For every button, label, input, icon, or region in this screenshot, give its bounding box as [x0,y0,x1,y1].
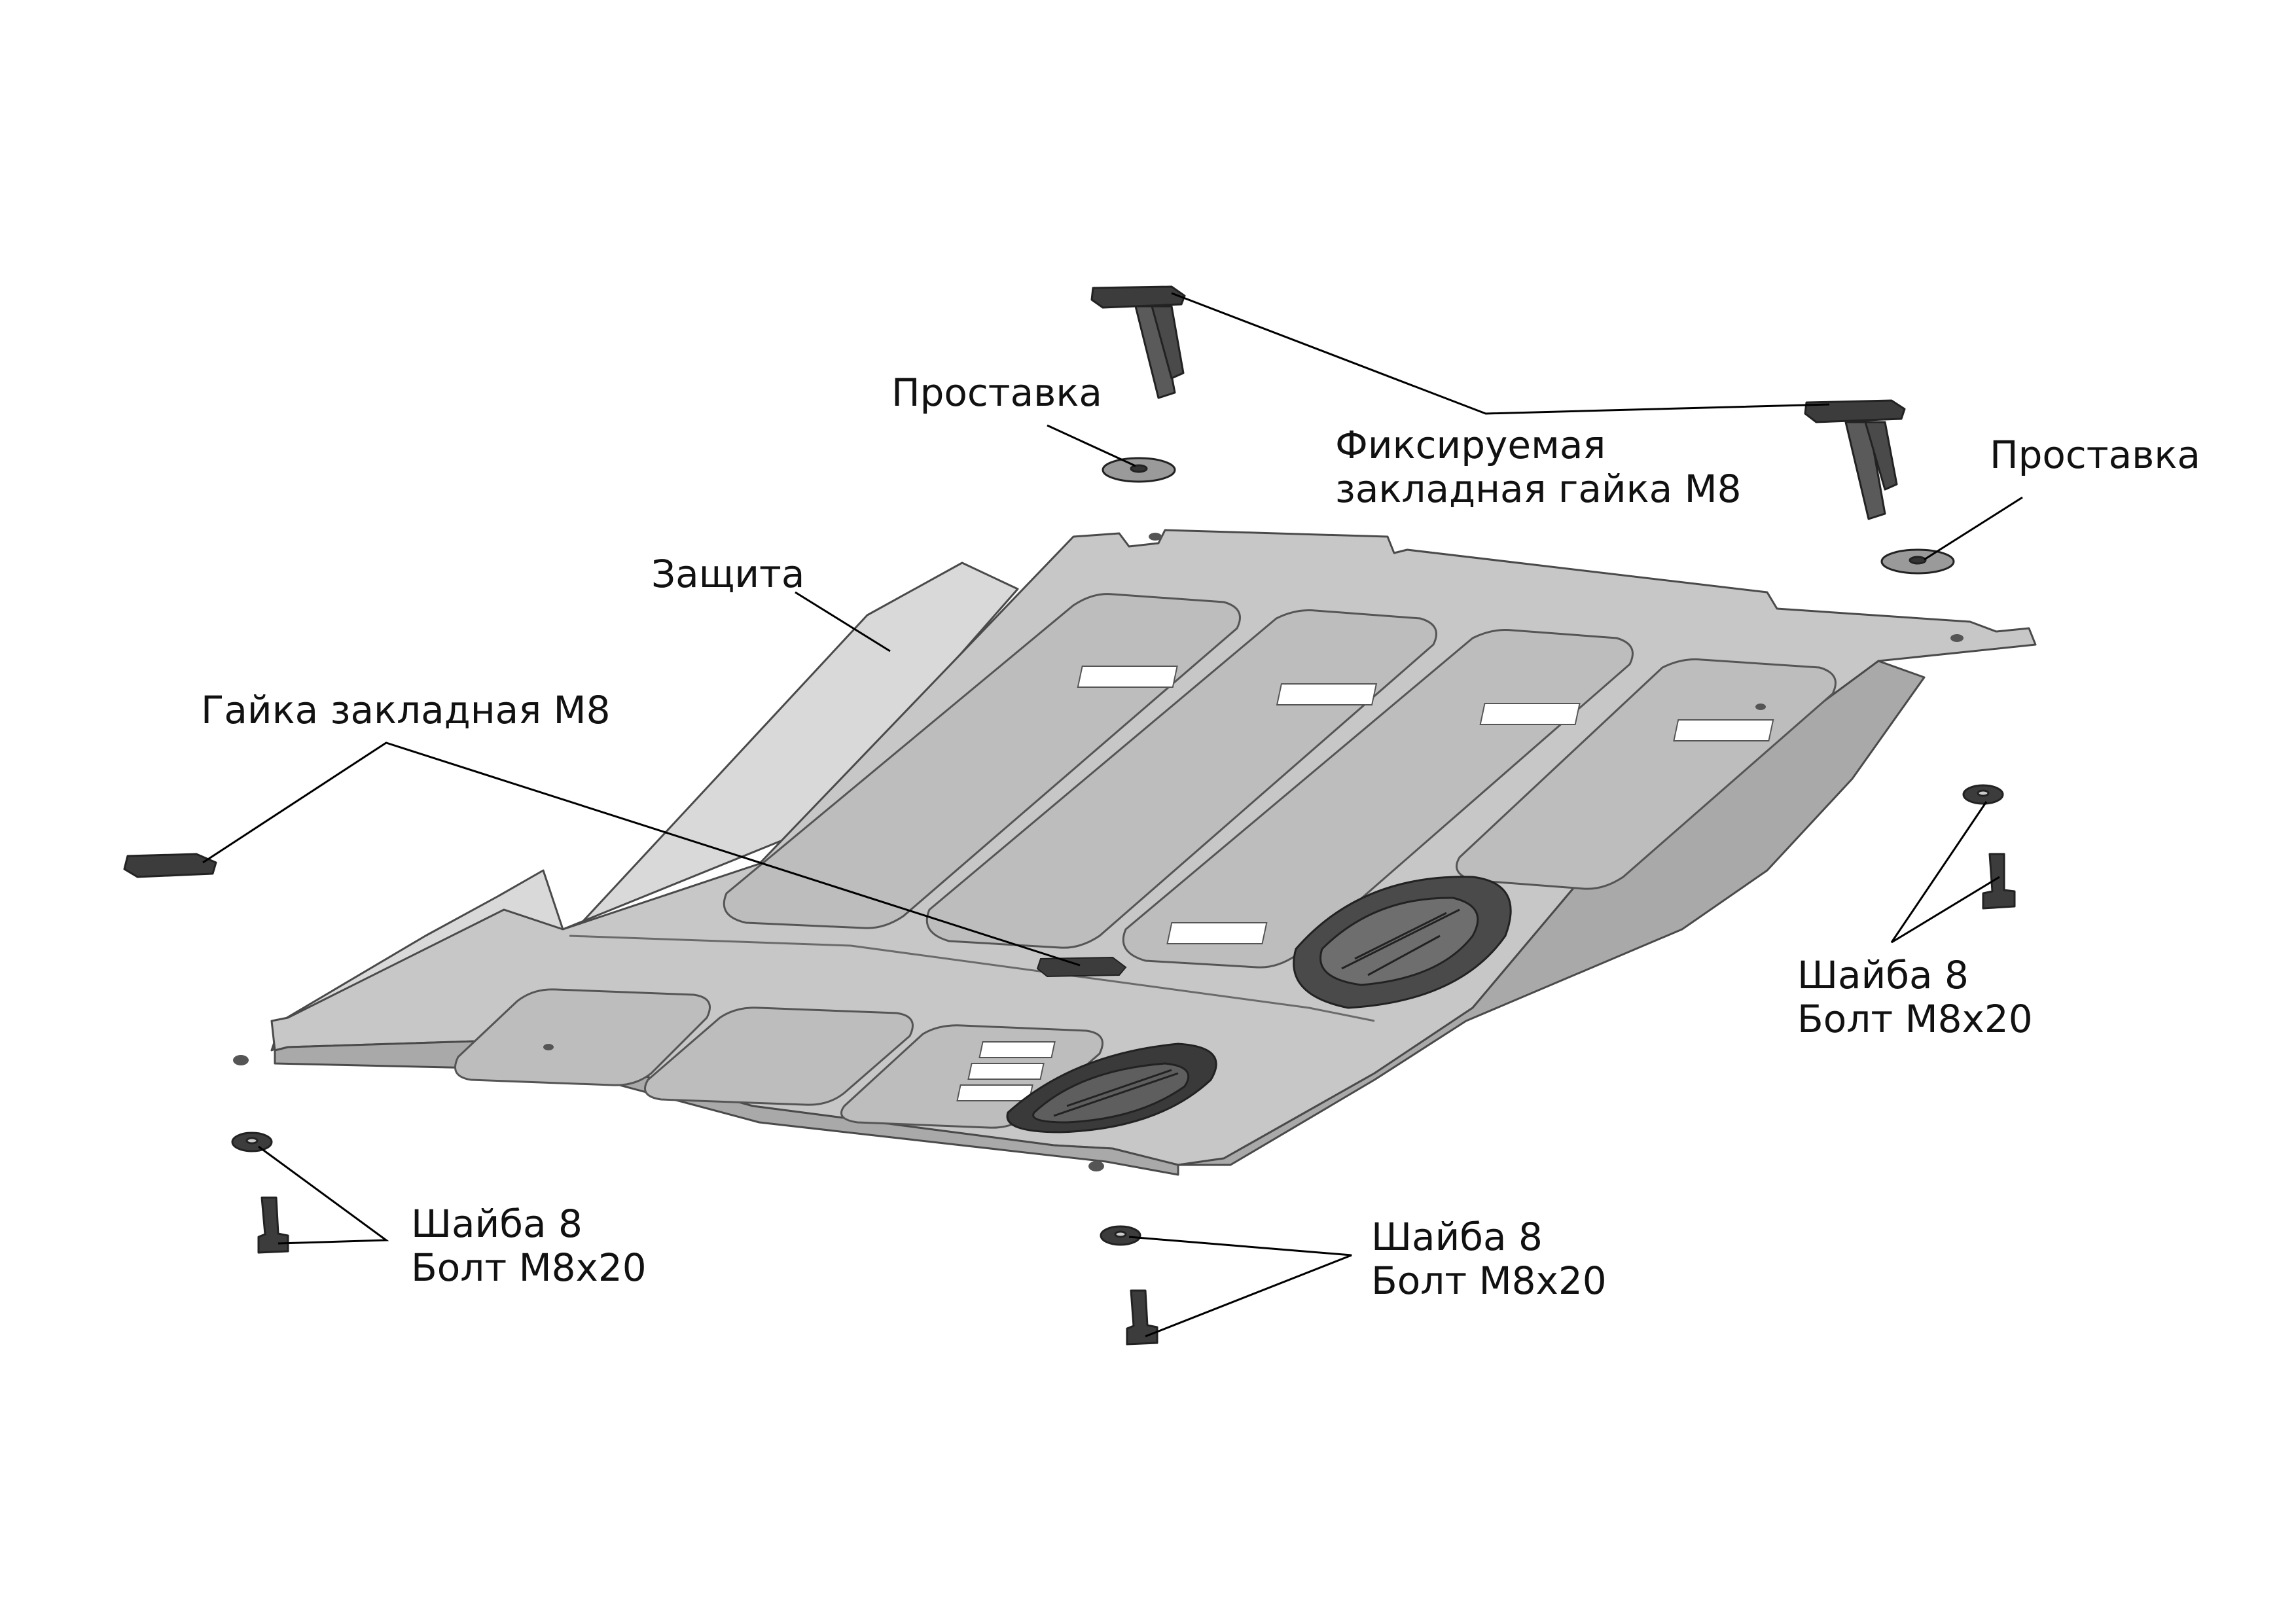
leader-hw-center [1128,1236,1352,1338]
label-hw-left-line1: Шайба 8 [411,1202,583,1246]
slot [1077,666,1178,688]
label-hw-center-line1: Шайба 8 [1371,1215,1543,1259]
hardware [123,285,2016,1346]
washer-center-hole [1114,1230,1127,1238]
slot [1166,922,1268,944]
hole [1950,634,1964,642]
embedded-nut-on-plate [1036,956,1127,978]
plate-holes [233,533,1964,1171]
plate-bend-line [569,935,1375,1022]
spacer-right-hole [1909,556,1927,565]
leader-guard [795,591,891,652]
hole [1755,704,1766,710]
label-spacer-right: Проставка [1990,433,2200,477]
hole [1088,1161,1104,1171]
bolt-center [1126,1289,1158,1346]
hatches [1006,876,1512,1133]
leader-fixed-nut [1171,292,1830,415]
label-spacer-left: Проставка [891,370,1102,415]
pocket-2 [644,1007,914,1106]
leader-hw-left [258,1145,389,1245]
leader-spacer-left [1047,424,1136,467]
label-fixed-nut-line1: Фиксируемая [1335,423,1606,467]
bolt-left [257,1196,289,1254]
embedded-nut-loose [123,853,217,878]
hatch-right-slot [1341,908,1460,976]
spacer-left-hole [1130,464,1148,473]
label-fixed-nut-line2: закладная гайка М8 [1335,467,1742,511]
slot [956,1084,1033,1101]
label-hw-right-line1: Шайба 8 [1797,953,1969,997]
slot [1276,683,1378,705]
label-hw-left-line2: Болт М8х20 [411,1245,647,1290]
leader-spacer-right [1924,496,2023,561]
washer-left-hole [245,1137,259,1145]
leader-hw-right [1890,801,2000,944]
fixed-nut-right [1804,399,1906,520]
pocket-1 [454,988,711,1086]
label-embedded-nut: Гайка закладная М8 [201,688,611,732]
leader-embedded-nut [202,741,1081,967]
slot [967,1063,1045,1080]
slot [978,1041,1056,1058]
slot [1673,719,1774,741]
hole [1149,533,1162,541]
vent-slots [956,666,1774,1101]
leader-lines [202,292,2023,1338]
label-hw-right-line2: Болт М8х20 [1797,997,2033,1041]
hole [543,1044,554,1050]
label-hw-center-line2: Болт М8х20 [1371,1258,1607,1303]
hatch-left-slot [1053,1069,1179,1117]
slot [1479,703,1581,725]
washer-right-hole [1977,789,1990,797]
bolt-right [1982,853,2016,910]
hole [233,1055,249,1065]
label-guard: Защита [651,552,805,596]
fixed-nut-left [1090,285,1186,399]
plate-right-skirt [1177,660,1926,1166]
